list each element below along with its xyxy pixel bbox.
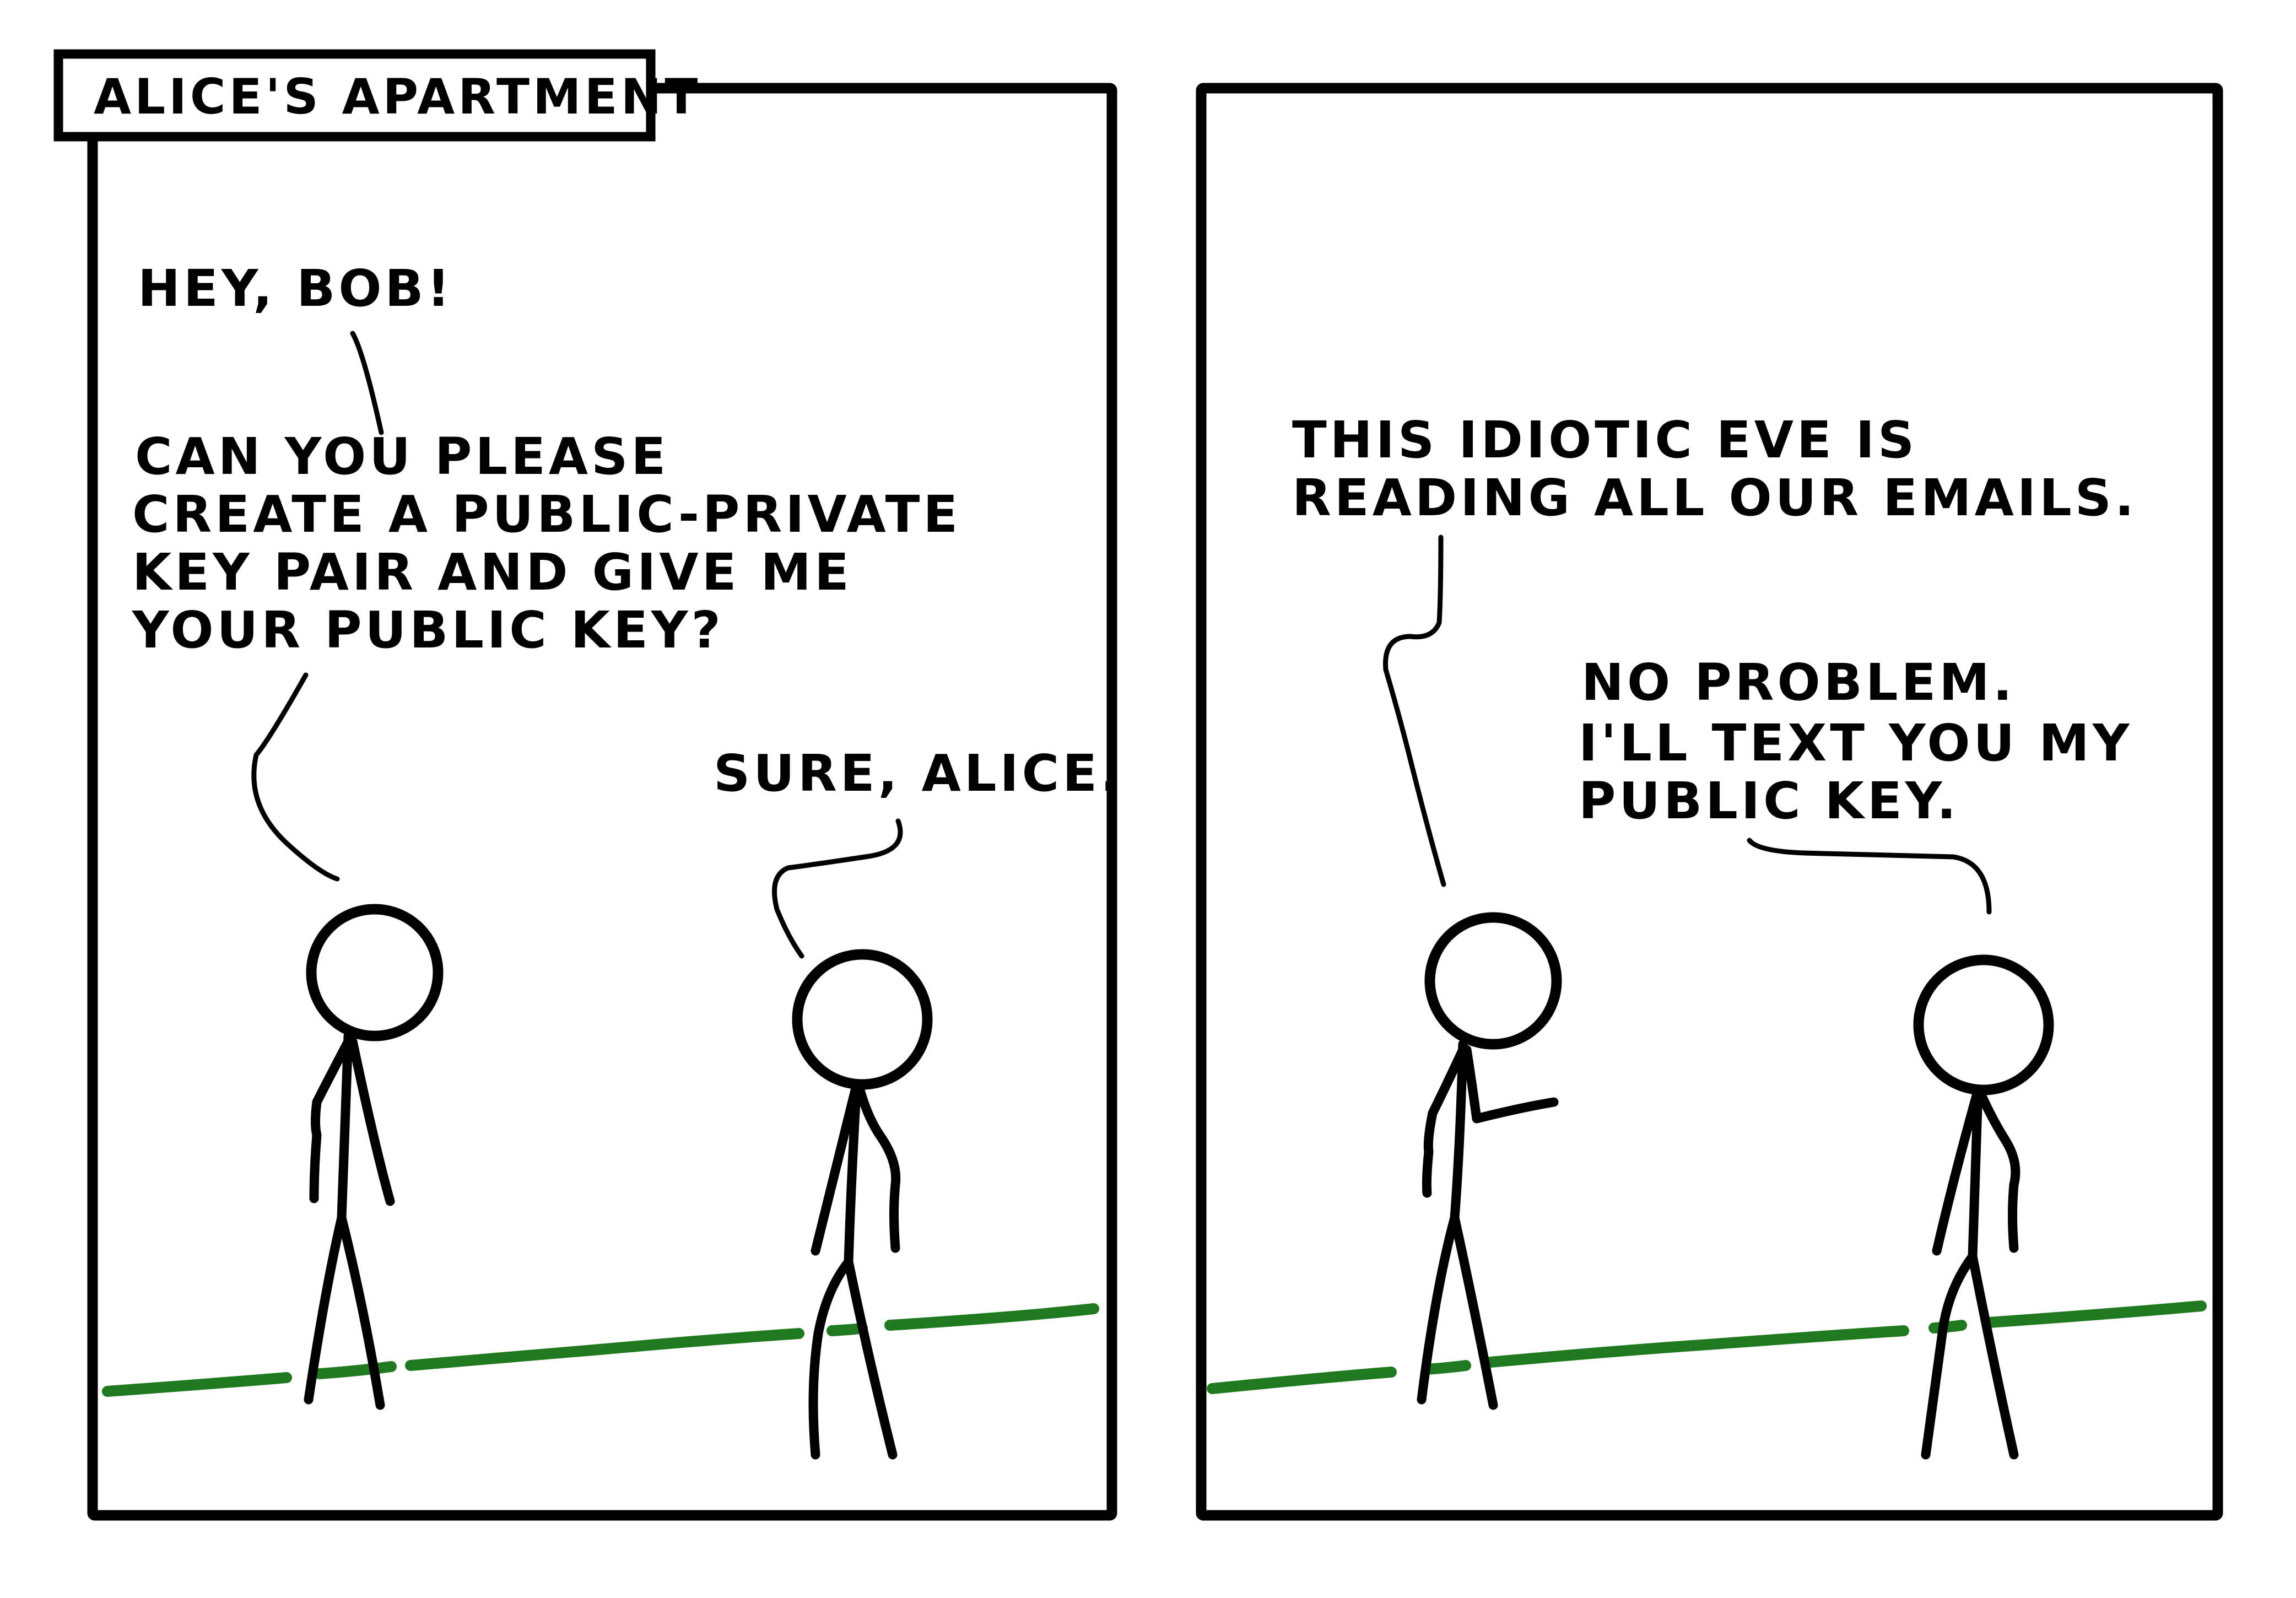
- location-caption-text: ALICE'S APARTMENT: [94, 68, 701, 125]
- location-caption: ALICE'S APARTMENT: [53, 49, 701, 142]
- alice-greeting-tail: [350, 331, 384, 435]
- panel-2-frame: [1196, 83, 2223, 1521]
- bob-key-tail: [1747, 838, 1992, 915]
- bob-leg-right-2: [1968, 1251, 2019, 1460]
- alice-arm-left-2: [1422, 1045, 1468, 1198]
- alice-leg-left-2: [1417, 1213, 1460, 1405]
- alice-head: [306, 904, 444, 1041]
- panel-1-ground: [102, 1303, 1099, 1397]
- bob-reply-text: SURE, ALICE.: [714, 744, 1123, 803]
- panel-2: THIS IDIOTIC EVE IS READING ALL OUR EMAI…: [1196, 83, 2223, 1521]
- bob-key-line-1: NO PROBLEM.: [1581, 653, 2016, 712]
- bob-body-2: [1968, 1085, 1983, 1261]
- bob-figure-panel-2: [1913, 954, 2054, 1460]
- bob-arm-left-2: [1932, 1089, 1982, 1256]
- alice-greeting-text: HEY, BOB!: [138, 259, 453, 318]
- alice-arm-left: [309, 1036, 353, 1203]
- alice-eve-line-1: THIS IDIOTIC EVE IS: [1292, 411, 1917, 469]
- bob-arm-right-2: [1976, 1089, 2021, 1253]
- alice-request-line-1: CAN YOU PLEASE: [135, 427, 669, 486]
- alice-arm-right: [348, 1036, 395, 1206]
- bob-leg-left: [808, 1257, 853, 1460]
- panel-1: ALICE'S APARTMENT HEY, BOB! CAN YOU PLEA…: [53, 49, 1123, 1521]
- alice-request-line-2: CREATE A PUBLIC-PRIVATE: [132, 485, 961, 544]
- bob-leg-right: [844, 1257, 898, 1460]
- bob-speech-2: NO PROBLEM. I'LL TEXT YOU MY PUBLIC KEY.: [1579, 653, 2132, 915]
- bob-reply-tail: [772, 818, 903, 959]
- alice-speech-2: THIS IDIOTIC EVE IS READING ALL OUR EMAI…: [1292, 411, 2137, 887]
- alice-request-line-4: YOUR PUBLIC KEY?: [132, 601, 724, 660]
- bob-leg-left-2: [1921, 1251, 1978, 1460]
- alice-arm-right-2: [1462, 1045, 1559, 1124]
- bob-head-2: [1913, 954, 2054, 1095]
- alice-eve-line-2: READING ALL OUR EMAILS.: [1292, 468, 2137, 527]
- alice-figure-panel-2: [1417, 912, 1562, 1410]
- alice-speech-1: HEY, BOB! CAN YOU PLEASE CREATE A PUBLIC…: [132, 259, 961, 882]
- alice-request-tail: [251, 672, 340, 882]
- alice-leg-left: [304, 1213, 347, 1405]
- bob-arm-right: [855, 1083, 901, 1253]
- bob-head: [792, 949, 933, 1090]
- bob-arm-left: [811, 1083, 861, 1256]
- alice-eve-tail: [1383, 535, 1446, 887]
- panel-2-ground: [1207, 1300, 2207, 1394]
- alice-leg-right-2: [1450, 1213, 1498, 1410]
- alice-leg-right: [337, 1213, 385, 1410]
- bob-speech-1: SURE, ALICE.: [714, 744, 1123, 959]
- location-caption-box: [53, 49, 656, 142]
- alice-request-line-3: KEY PAIR AND GIVE ME: [132, 543, 852, 602]
- bob-figure-panel-1: [792, 949, 933, 1460]
- alice-body: [337, 1031, 353, 1223]
- alice-figure-panel-1: [304, 904, 444, 1410]
- bob-key-line-3: PUBLIC KEY.: [1579, 771, 1959, 830]
- bob-key-line-2: I'LL TEXT YOU MY: [1579, 714, 2132, 773]
- alice-head-2: [1424, 912, 1562, 1050]
- alice-body-2: [1450, 1039, 1468, 1223]
